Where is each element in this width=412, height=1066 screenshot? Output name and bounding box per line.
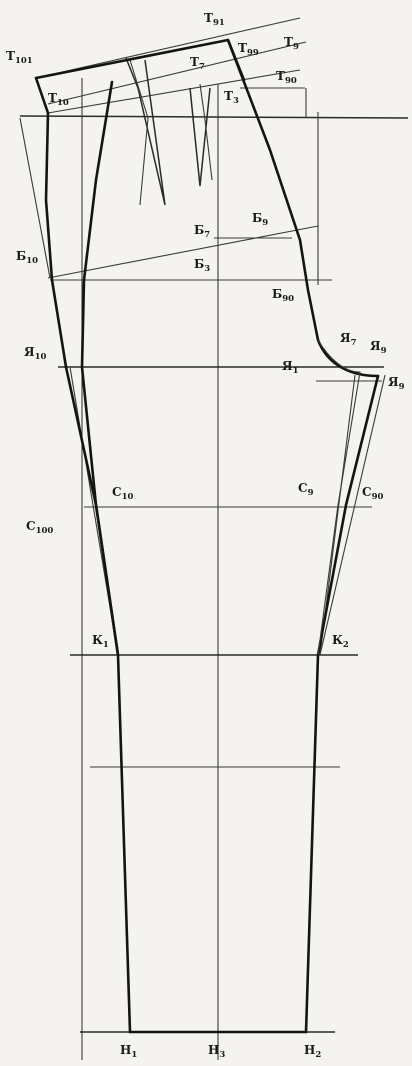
label-Ya10: Я10 [24, 345, 47, 362]
darts [125, 57, 213, 206]
point-labels: Т91 Т101 Т10 Т7 Т99 Т9 Т90 Т3 Б7 Б9 Б10 … [6, 11, 405, 1060]
label-Ya9-lower: Я9 [388, 375, 405, 392]
label-K2: К2 [332, 633, 349, 650]
waist-guide-line-lower [47, 69, 301, 114]
label-T99: Т99 [238, 41, 259, 58]
back-crotch-seam [226, 38, 380, 378]
label-C10: С10 [112, 485, 133, 502]
back-inseam-helper-left [19, 117, 51, 279]
pattern-outline [34, 38, 380, 1034]
label-T9: Т9 [284, 35, 299, 52]
label-H2: Н2 [304, 1043, 321, 1060]
front-dart-right-inner [199, 83, 213, 181]
back-dart-left-inner [129, 59, 149, 206]
label-C100: С100 [26, 519, 53, 536]
label-B90: Б90 [272, 287, 294, 304]
back-dart-left [125, 57, 166, 206]
label-B10: Б10 [16, 249, 38, 266]
front-inseam-curve [317, 339, 361, 656]
waist-line [19, 115, 409, 119]
front-side-seam [80, 80, 120, 657]
label-B9: Б9 [252, 211, 268, 228]
label-Ya1: Я1 [282, 359, 299, 376]
back-waist-left-edge [34, 76, 50, 115]
waist-guide-line-middle [47, 41, 307, 105]
label-T90: Т90 [276, 69, 297, 86]
label-C9: С9 [298, 481, 314, 498]
label-T7: Т7 [190, 55, 205, 72]
label-T3: Т3 [224, 89, 239, 106]
back-waist-outline [34, 38, 246, 82]
hip-slant-line [47, 225, 319, 279]
construction-lines [19, 17, 409, 1060]
label-K1: К1 [92, 633, 109, 650]
back-inseam [304, 374, 380, 1034]
label-H1: Н1 [120, 1043, 137, 1060]
label-Ya7: Я7 [340, 331, 357, 348]
label-Ya9-upper: Я9 [370, 339, 387, 356]
label-B7: Б7 [194, 223, 210, 240]
label-C90: С90 [362, 485, 383, 502]
label-T10: Т10 [48, 91, 69, 108]
label-T101: Т101 [6, 49, 33, 66]
label-B3: Б3 [194, 257, 210, 274]
label-H3: Н3 [208, 1043, 225, 1060]
back-outseam-helper-right [319, 374, 386, 656]
front-dart-right [189, 87, 211, 187]
label-T91: Т91 [204, 11, 225, 28]
